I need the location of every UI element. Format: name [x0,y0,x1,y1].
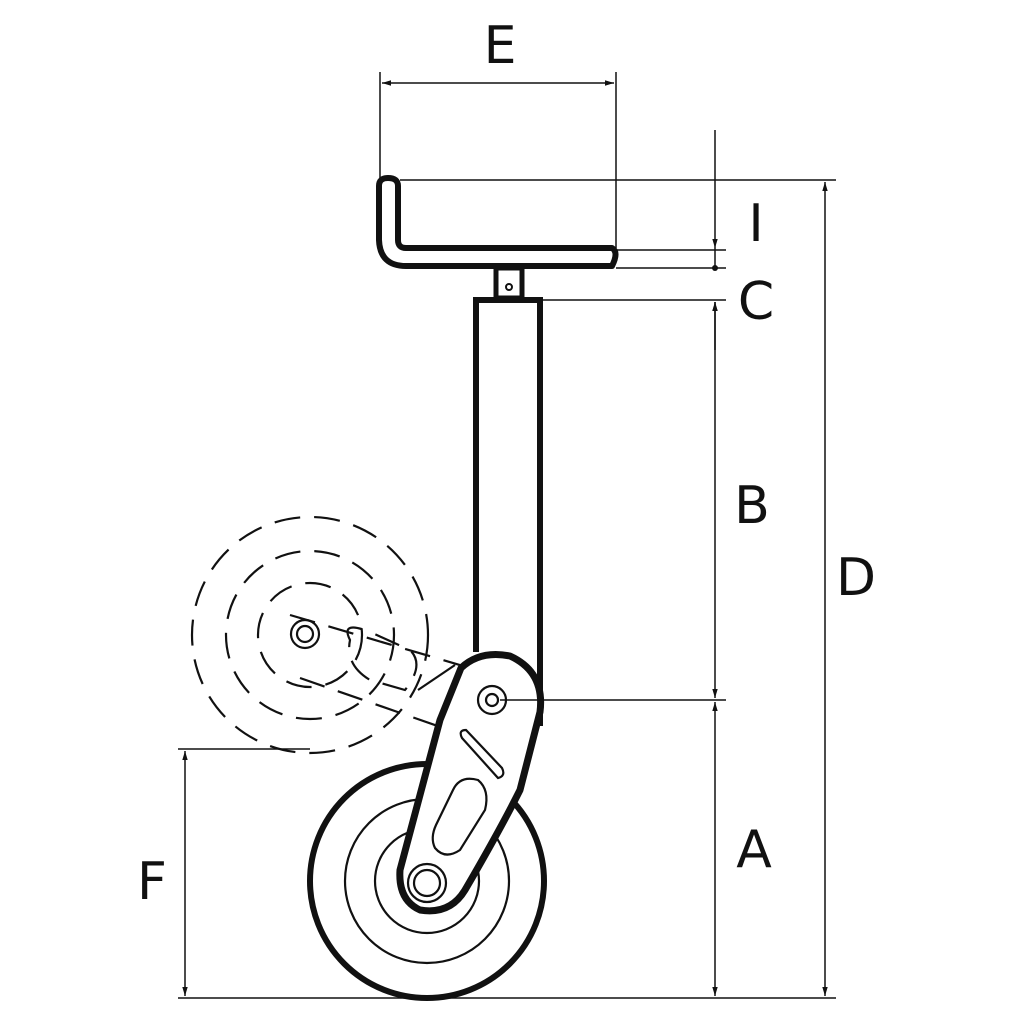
fork-arm [396,651,545,915]
folded-wheel-dashed [190,515,471,755]
label-b: B [734,476,770,536]
label-c: C [737,272,775,332]
spindle [493,265,525,301]
label-d: D [835,548,877,608]
label-f: F [137,852,167,912]
label-e: E [483,16,517,76]
label-a: A [736,820,772,880]
label-i: I [748,194,764,254]
jack-tube [473,297,543,726]
crank-handle [376,175,619,269]
extension-lines [178,72,836,999]
folded-wheel-hub [289,618,321,650]
